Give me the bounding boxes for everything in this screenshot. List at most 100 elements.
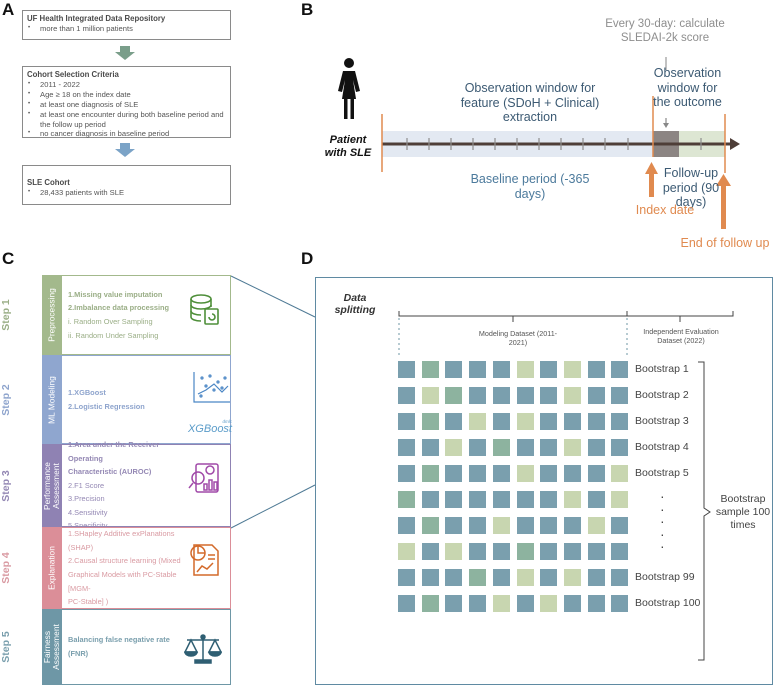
testing-sample (563, 569, 581, 586)
step-line: 1.SHapley Additive exPlanations (SHAP) (68, 529, 175, 552)
training-sample (611, 361, 629, 378)
testing-sample (516, 465, 534, 482)
training-sample (398, 569, 415, 586)
document-chart-icon (188, 542, 222, 583)
training-sample (540, 543, 558, 560)
testing-sample (563, 439, 581, 456)
step-number: Step 3 (0, 469, 12, 502)
training-sample (587, 491, 605, 508)
panel-b-letter: B (301, 0, 314, 19)
patient-label: Patient with SLE (324, 134, 372, 159)
training-sample (398, 465, 415, 482)
step-category: Preprocessing (42, 276, 62, 354)
step-category: ML Modeling (42, 356, 62, 443)
step-row: Step 1 Preprocessing 1.Missing value imput… (0, 275, 231, 355)
training-sample (587, 439, 605, 456)
training-sample (398, 361, 415, 378)
step-line: 2.Logistic Regression (68, 401, 145, 411)
testing-sample (563, 361, 581, 378)
training-sample (492, 361, 510, 378)
training-sample (421, 491, 439, 508)
timeline-diagram (338, 57, 740, 229)
training-sample (445, 413, 463, 430)
training-sample (611, 543, 629, 560)
training-sample (563, 595, 581, 612)
validation-sample (469, 569, 487, 586)
data-splitting-title: Data splitting (334, 292, 376, 316)
sledai-note: Every 30-day: calculate SLEDAI-2k score (605, 18, 725, 44)
box-item: no cancer diagnosis in baseline period (27, 129, 226, 139)
training-sample (445, 491, 463, 508)
testing-sample (540, 595, 558, 612)
box-item: at least one encounter during both basel… (27, 110, 226, 130)
box-title: SLE Cohort (27, 178, 70, 187)
step-content: Balancing false negative rate (FNR) (68, 610, 190, 684)
training-sample (611, 387, 629, 404)
training-sample (587, 387, 605, 404)
testing-sample (611, 491, 629, 508)
dataset-braces (398, 311, 734, 356)
training-sample (492, 465, 510, 482)
step-number: Step 2 (0, 383, 12, 416)
training-sample (540, 361, 558, 378)
step-line: Graphical Models with PC-Stable [MGM- (68, 570, 177, 593)
testing-sample (516, 361, 534, 378)
validation-sample (421, 413, 439, 430)
step-category-label: Explanation (46, 546, 57, 590)
female-person-icon (338, 58, 360, 119)
timeline-arrowhead (730, 138, 740, 150)
step-content: 1.SHapley Additive exPlanations (SHAP) 2.… (68, 528, 190, 608)
training-sample (469, 465, 487, 482)
training-sample (398, 413, 415, 430)
step-line: 4.Sensitivity (68, 507, 108, 517)
data-repository-box: UF Health Integrated Data Repository mor… (22, 10, 231, 40)
training-sample (563, 465, 581, 482)
training-sample (540, 517, 558, 534)
training-sample (563, 543, 581, 560)
training-sample (516, 491, 534, 508)
step-number: Step 5 (0, 631, 12, 663)
modeling-dataset-label: Modeling Dataset (2011-2021) (478, 329, 558, 347)
training-sample (516, 517, 534, 534)
training-sample (563, 413, 581, 430)
training-sample (421, 569, 439, 586)
testing-sample (611, 465, 629, 482)
training-sample (445, 361, 463, 378)
training-sample (611, 413, 629, 430)
training-sample (611, 569, 629, 586)
segment-label: Testing (20%) (578, 295, 623, 302)
step-line: 1.Missing value imputation (68, 289, 163, 299)
testing-sample (421, 387, 439, 404)
step-line: PC-Stable] ) (68, 597, 109, 607)
down-arrow-icon (115, 46, 135, 60)
step-line: 1.Area under the Receiver Operating (68, 439, 160, 463)
bootstrap-label: Bootstrap 3 (635, 415, 689, 427)
training-sample (398, 595, 415, 612)
outcome-pointer-arrow (663, 123, 669, 128)
training-sample (587, 465, 605, 482)
validation-sample (421, 517, 439, 534)
testing-sample (516, 413, 534, 430)
testing-sample (492, 517, 510, 534)
training-sample (563, 517, 581, 534)
training-sample (540, 465, 558, 482)
training-sample (421, 543, 439, 560)
training-sample (469, 439, 487, 456)
end-followup-label: End of follow up (680, 236, 770, 250)
step-line: 2.Causal structure learning (Mixed (68, 556, 181, 566)
ellipsis-dot: · (660, 538, 665, 554)
box-item: at least one diagnosis of SLE (27, 100, 226, 110)
training-sample (398, 517, 415, 534)
down-arrow-icon (115, 143, 135, 157)
segment-label: Validation (10%) (515, 295, 570, 302)
step-number: Step 1 (0, 299, 12, 331)
bootstrap-label: Bootstrap 99 (635, 571, 695, 583)
bootstrap-label: Bootstrap 5 (635, 467, 689, 479)
ellipsis-dot: · (660, 525, 665, 542)
box-item: 2011 - 2022 (27, 80, 226, 90)
step-line: i. Random Over Sampling (68, 317, 153, 326)
step-line: Balancing false negative rate (FNR) (68, 635, 170, 658)
